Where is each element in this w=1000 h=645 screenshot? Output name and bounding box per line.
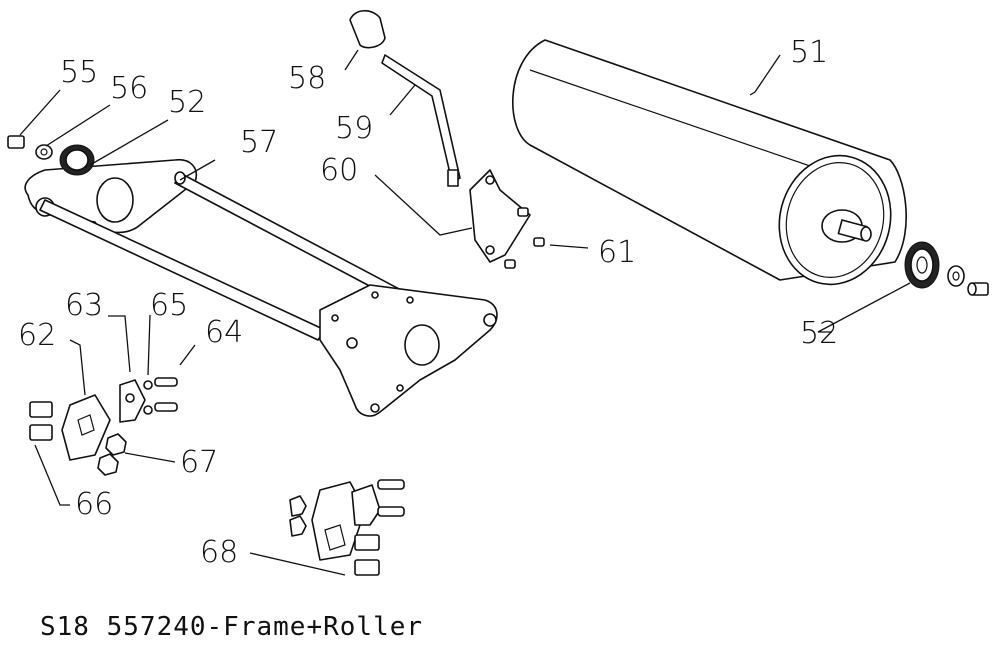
hex-bolts — [29, 401, 53, 441]
callout-51: 51 — [790, 35, 828, 70]
mounting-bracket — [469, 169, 531, 263]
callout-62: 62 — [18, 318, 56, 353]
right-bearing — [904, 241, 940, 289]
callout-58: 58 — [288, 61, 326, 96]
leader-lines — [19, 49, 911, 576]
clamp-cap — [119, 379, 146, 423]
handle-lever — [381, 54, 461, 187]
callout-66: 66 — [75, 487, 113, 522]
callout-59: 59 — [335, 111, 373, 146]
left-bearing — [59, 144, 95, 176]
left-washer — [35, 144, 53, 160]
callout-52-right: 52 — [800, 316, 838, 351]
callout-57: 57 — [240, 125, 278, 160]
spring-washers — [143, 380, 153, 415]
callout-52-left: 52 — [168, 85, 206, 120]
left-bolt — [7, 135, 25, 149]
callout-60: 60 — [320, 153, 358, 188]
right-washer — [947, 265, 965, 287]
clamp-bolts — [154, 377, 178, 412]
diagram-caption: S18 557240-Frame+Roller — [40, 612, 423, 642]
callout-68: 68 — [200, 535, 238, 570]
callout-55: 55 — [60, 55, 98, 90]
handle-knob — [349, 9, 386, 49]
callout-64: 64 — [205, 315, 243, 350]
callout-61: 61 — [598, 235, 636, 270]
assembled-clamp — [289, 479, 405, 576]
bracket-bolts — [504, 207, 545, 269]
roller-drum — [512, 39, 907, 286]
hex-nuts — [97, 433, 127, 476]
clamp-block — [61, 394, 111, 461]
callout-63: 63 — [65, 288, 103, 323]
callout-67: 67 — [180, 445, 218, 480]
roller-frame — [24, 158, 498, 417]
callout-65: 65 — [150, 288, 188, 323]
callout-56: 56 — [110, 71, 148, 106]
right-bolt — [967, 282, 989, 296]
